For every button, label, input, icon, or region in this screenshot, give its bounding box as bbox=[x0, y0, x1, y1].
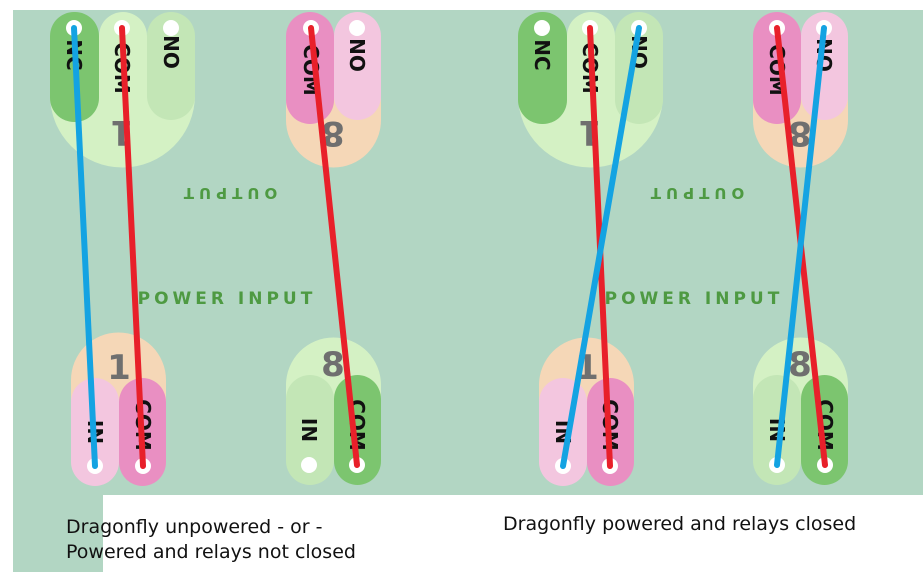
section-label-power-input: POWER INPUT bbox=[138, 289, 317, 309]
wire-red bbox=[308, 25, 360, 468]
input-relay-1: IN COM 1 bbox=[539, 337, 635, 486]
input-relay-8: IN COM 8 bbox=[753, 337, 848, 485]
terminal-hole bbox=[163, 20, 179, 36]
caption-powered: Dragonfly powered and relays closed bbox=[503, 512, 856, 537]
output-relay-1: NC COM NO 1 bbox=[50, 12, 195, 168]
pin-label-in: IN bbox=[297, 418, 321, 442]
panel-powered: NC COM NO 1 COM NO 8 OUTPUT POWER INPUT … bbox=[518, 12, 848, 486]
terminal-hole bbox=[301, 457, 317, 473]
output-relay-8: COM NO 8 bbox=[286, 12, 381, 168]
relay-number: 1 bbox=[107, 348, 131, 388]
board-background-left-strip bbox=[13, 495, 103, 572]
pin-label-no: NO bbox=[159, 35, 183, 69]
pin-block-no bbox=[147, 12, 195, 120]
pin-block-no bbox=[801, 12, 848, 120]
pin-block-in bbox=[286, 375, 334, 485]
wire-blue bbox=[560, 25, 642, 469]
wire-blue bbox=[71, 25, 98, 469]
section-label-power-input: POWER INPUT bbox=[605, 289, 784, 309]
relay-number: 8 bbox=[788, 345, 812, 385]
pin-block-com bbox=[753, 12, 801, 124]
relay-number: 8 bbox=[788, 113, 812, 153]
pin-block-in bbox=[753, 375, 801, 485]
terminal-hole bbox=[349, 20, 365, 36]
caption-line-2: Powered and relays not closed bbox=[66, 541, 356, 563]
section-label-output: OUTPUT bbox=[179, 184, 278, 202]
caption-unpowered: Dragonfly unpowered - or - Powered and r… bbox=[66, 515, 356, 565]
output-relay-8: COM NO 8 bbox=[753, 12, 848, 168]
input-relay-8: IN COM 8 bbox=[286, 337, 382, 485]
panel-unpowered: NC COM NO 1 COM NO 8 OUTPUT POWER INPUT … bbox=[50, 12, 382, 486]
pin-block-com bbox=[334, 375, 381, 485]
relay-number: 8 bbox=[321, 113, 345, 153]
terminal-hole bbox=[534, 20, 550, 36]
pin-block-com bbox=[801, 375, 848, 485]
caption-line-1: Dragonfly unpowered - or - bbox=[66, 516, 323, 538]
pin-block-no bbox=[334, 12, 381, 120]
wire-red bbox=[119, 25, 146, 469]
pin-block-nc bbox=[518, 12, 567, 124]
pin-block-com bbox=[286, 12, 334, 124]
relay-number: 8 bbox=[321, 345, 345, 385]
section-label-output: OUTPUT bbox=[646, 184, 745, 202]
wire-blue bbox=[774, 25, 827, 468]
caption-line-1: Dragonfly powered and relays closed bbox=[503, 513, 857, 535]
input-relay-1: IN COM 1 bbox=[71, 332, 166, 486]
pin-label-nc: NC bbox=[530, 39, 554, 70]
pin-label-no: NO bbox=[345, 38, 369, 72]
